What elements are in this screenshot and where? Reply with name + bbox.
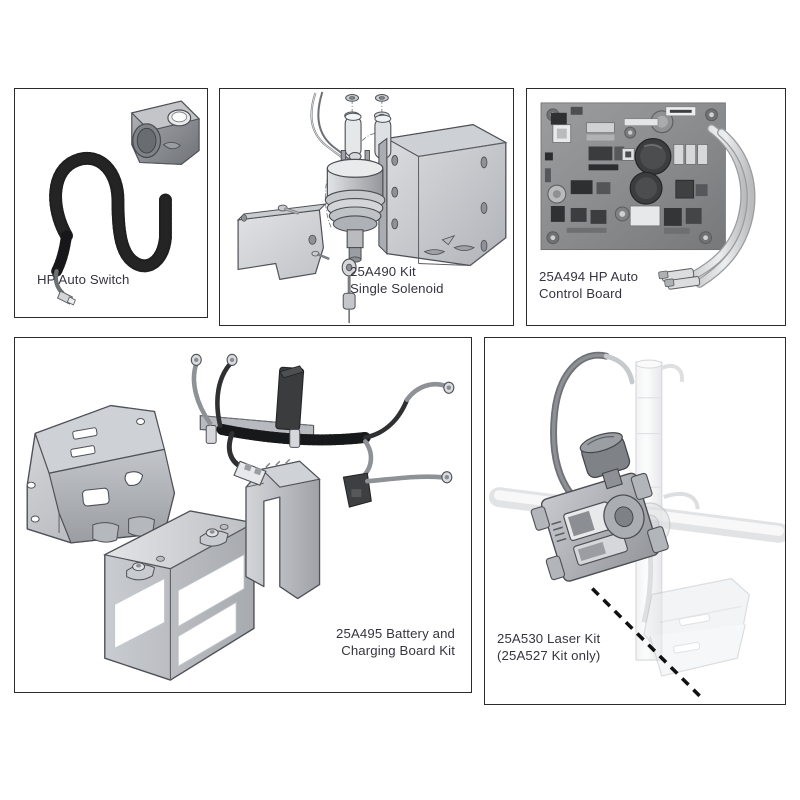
battery-terminals <box>126 523 229 581</box>
pcb-mounting-holes <box>546 108 718 245</box>
battery-tray-bracket <box>26 404 176 544</box>
board-components <box>544 106 708 234</box>
panel-single-solenoid-kit: 25A490 Kit Single Solenoid <box>219 88 514 326</box>
panel-battery-charging-board-kit: 25A495 Battery and Charging Board Kit <box>14 337 472 693</box>
handlebar-clamp-switch <box>130 100 201 165</box>
laser-cable <box>550 351 635 497</box>
laser-module <box>530 432 669 582</box>
panel-hp-auto-switch: HP Auto Switch <box>14 88 208 318</box>
caption-laser-kit: 25A530 Laser Kit (25A527 Kit only) <box>497 631 601 663</box>
panel-laser-kit: 25A530 Laser Kit (25A527 Kit only) <box>484 337 786 705</box>
electrolytic-capacitors <box>547 110 674 205</box>
wiring-harness <box>190 353 455 508</box>
solenoid-mounting-bracket <box>344 112 508 267</box>
assembly-leader-lines <box>325 97 433 228</box>
solenoid-cover-plate <box>236 203 327 280</box>
control-board-wire-leads <box>658 124 756 290</box>
boom-horizontal-tube <box>488 487 785 543</box>
caption-single-solenoid-kit: 25A490 Kit Single Solenoid <box>350 264 444 296</box>
caption-battery-charging-board-kit: 25A495 Battery and Charging Board Kit <box>336 626 455 658</box>
screw-fastener <box>277 204 300 215</box>
boom-clamp-hardware <box>629 492 700 623</box>
caption-hp-auto-switch: HP Auto Switch <box>37 272 130 287</box>
caption-hp-auto-control-board: 25A494 HP Auto Control Board <box>539 269 639 301</box>
solenoid-coil <box>324 150 386 263</box>
coiled-cable <box>49 152 172 277</box>
boom-mast-tube <box>635 359 684 661</box>
fastener-nuts-washers <box>344 94 390 121</box>
panel-hp-auto-control-board: 25A494 HP Auto Control Board <box>526 88 786 326</box>
fuse-holder <box>342 472 372 508</box>
screw-fastener-2 <box>311 250 330 260</box>
hydraulic-hoses <box>310 91 358 169</box>
battery-hold-down-strap <box>245 458 321 600</box>
